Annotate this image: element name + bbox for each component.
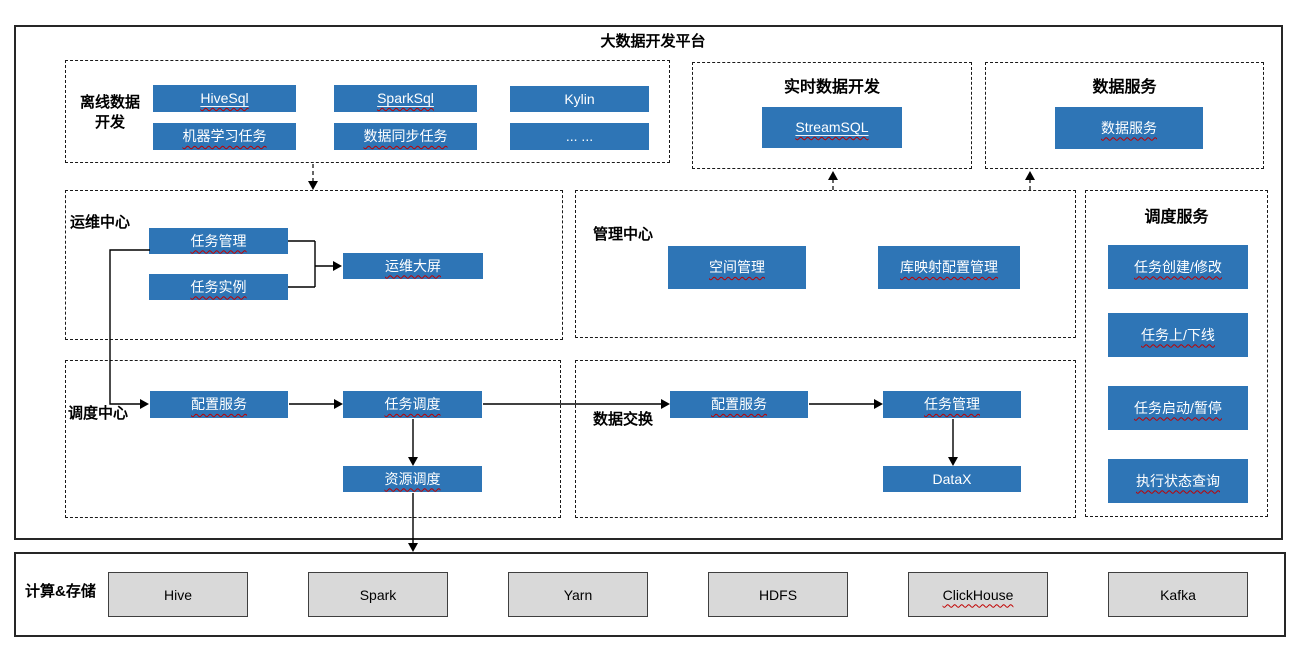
- group-sched-service-label: 调度服务: [1144, 209, 1209, 226]
- engine-kafka: Kafka: [1108, 572, 1248, 617]
- module-data-sync-task: 数据同步任务: [334, 123, 477, 150]
- group-ops-center: [65, 190, 563, 340]
- module-task-start-pause: 任务启动/暂停: [1108, 386, 1248, 430]
- group-realtime-dev-label: 实时数据开发: [783, 79, 880, 96]
- engine-hdfs: HDFS: [708, 572, 848, 617]
- engine-yarn: Yarn: [508, 572, 648, 617]
- compute-storage-label: 计算&存储: [25, 583, 96, 600]
- module-db-mapping-config: 库映射配置管理: [878, 246, 1020, 289]
- group-ops-center-label: 运维中心: [70, 214, 131, 231]
- module-kylin: Kylin: [510, 86, 649, 112]
- module-datax: DataX: [883, 466, 1021, 492]
- group-offline-dev-label: 离线数据开发: [79, 94, 140, 132]
- module-resource-scheduling: 资源调度: [343, 466, 482, 492]
- engine-hive: Hive: [108, 572, 248, 617]
- group-sched-service: [1085, 190, 1268, 517]
- group-data-exchange-label: 数据交换: [593, 411, 654, 428]
- module-more-ellipsis: ... ...: [510, 123, 649, 150]
- group-data-exchange: [575, 360, 1076, 518]
- module-space-mgmt: 空间管理: [668, 246, 806, 289]
- module-exchange-task-mgmt: 任务管理: [883, 391, 1021, 418]
- group-realtime-dev: [692, 62, 972, 169]
- group-data-service-label: 数据服务: [1092, 79, 1157, 96]
- module-ops-task-instance: 任务实例: [149, 274, 288, 300]
- group-mgmt-center-label: 管理中心: [593, 226, 654, 243]
- module-exchange-config-service: 配置服务: [670, 391, 808, 418]
- engine-clickhouse: ClickHouse: [908, 572, 1048, 617]
- group-mgmt-center: [575, 190, 1076, 338]
- module-streamsql: StreamSQL: [762, 107, 902, 148]
- module-ml-task: 机器学习任务: [153, 123, 296, 150]
- module-ops-task-mgmt: 任务管理: [149, 228, 288, 254]
- group-offline-dev: [65, 60, 670, 163]
- module-data-service: 数据服务: [1055, 107, 1203, 149]
- module-task-scheduling: 任务调度: [343, 391, 482, 418]
- module-exec-status-query: 执行状态查询: [1108, 459, 1248, 503]
- compute-storage-frame: [14, 552, 1286, 637]
- module-sched-config-service: 配置服务: [150, 391, 288, 418]
- group-sched-center: [65, 360, 561, 518]
- group-data-service: [985, 62, 1264, 169]
- page-title: 大数据开发平台: [600, 33, 706, 50]
- group-sched-center-label: 调度中心: [68, 405, 129, 422]
- module-ops-dashboard: 运维大屏: [343, 253, 483, 279]
- module-sparksql: SparkSql: [334, 85, 477, 112]
- module-task-create-modify: 任务创建/修改: [1108, 245, 1248, 289]
- platform-frame: [14, 25, 1283, 540]
- module-hivesql: HiveSql: [153, 85, 296, 112]
- engine-spark: Spark: [308, 572, 448, 617]
- module-task-on-offline: 任务上/下线: [1108, 313, 1248, 357]
